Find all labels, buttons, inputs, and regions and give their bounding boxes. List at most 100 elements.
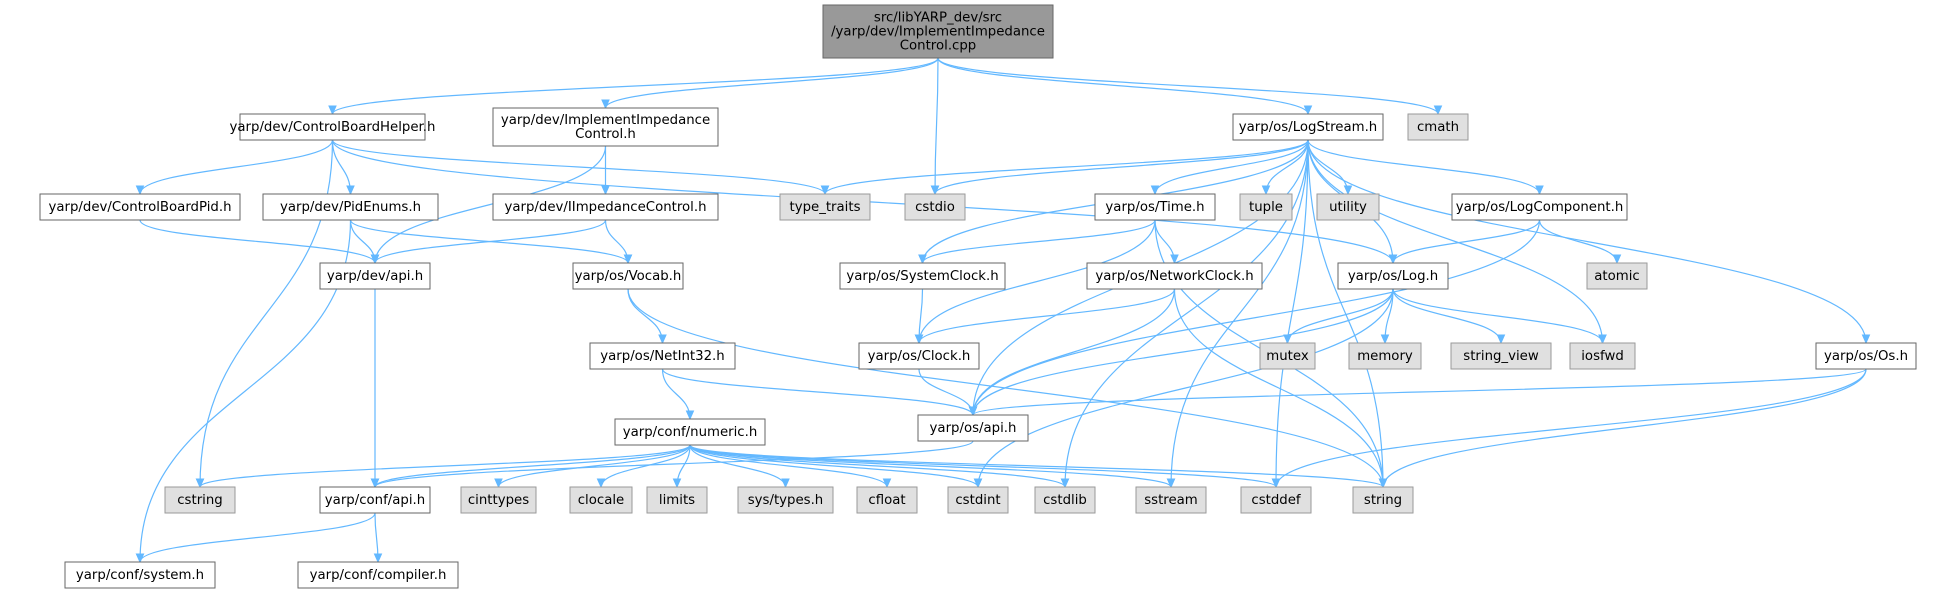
node-clock[interactable]: yarp/os/Clock.h <box>858 342 980 370</box>
edge-logstream-to-typetraits <box>825 139 1309 194</box>
node-iosfwd: iosfwd <box>1569 342 1636 370</box>
node-logstream[interactable]: yarp/os/LogStream.h <box>1232 113 1384 141</box>
node-netclock-label-0: yarp/os/NetworkClock.h <box>1095 269 1253 284</box>
node-confapi[interactable]: yarp/conf/api.h <box>319 486 431 514</box>
node-netclock[interactable]: yarp/os/NetworkClock.h <box>1086 262 1263 290</box>
node-confsystem-box <box>64 561 216 589</box>
edge-log-to-mutex <box>1288 288 1394 343</box>
edge-log-to-cstdint <box>978 288 1394 487</box>
edge-numeric-to-sstream <box>689 444 1171 487</box>
node-cmath: cmath <box>1407 113 1469 141</box>
node-clocale: clocale <box>569 486 633 514</box>
node-atomic: atomic <box>1586 262 1648 290</box>
edge-logstream-to-cstdlib <box>1065 139 1309 487</box>
node-cstdlib-box <box>1034 486 1096 514</box>
node-iimp[interactable]: yarp/dev/IImpedanceControl.h <box>492 193 719 221</box>
edge-clock-to-osapi <box>918 368 973 415</box>
node-iich-box <box>492 107 719 147</box>
edge-root-to-logstream <box>937 57 1308 114</box>
edge-numeric-to-clocale <box>601 444 691 487</box>
edge-netclock-to-clock <box>919 288 1176 343</box>
node-sysclock[interactable]: yarp/os/SystemClock.h <box>839 262 1006 290</box>
edge-numeric-to-cstring <box>200 444 691 487</box>
node-cinttypes-label-0: cinttypes <box>468 493 529 508</box>
node-cfloat: cfloat <box>856 486 918 514</box>
node-cbpid[interactable]: yarp/dev/ControlBoardPid.h <box>39 193 241 221</box>
edge-cbpid-to-devapi <box>139 219 375 263</box>
edge-os-to-cstddef <box>1276 368 1867 487</box>
node-os[interactable]: yarp/os/Os.h <box>1815 342 1917 370</box>
node-cfloat-label-0: cfloat <box>868 493 905 508</box>
node-vocab[interactable]: yarp/os/Vocab.h <box>572 262 684 290</box>
edge-logstream-to-time <box>1155 139 1309 194</box>
node-devapi-label-0: yarp/dev/api.h <box>327 269 423 284</box>
node-numeric[interactable]: yarp/conf/numeric.h <box>614 418 766 446</box>
node-devapi[interactable]: yarp/dev/api.h <box>319 262 431 290</box>
edge-logstream-to-cstdio <box>935 139 1309 194</box>
node-log[interactable]: yarp/os/Log.h <box>1337 262 1449 290</box>
node-memory-label-0: memory <box>1357 349 1413 364</box>
node-cbh[interactable]: yarp/dev/ControlBoardHelper.h <box>230 113 436 141</box>
node-osapi[interactable]: yarp/os/api.h <box>917 414 1029 442</box>
edge-time-to-clock <box>919 219 1156 343</box>
edge-numeric-to-limits <box>677 444 691 487</box>
edge-cbh-to-typetraits <box>331 139 826 194</box>
edge-logstream-to-iosfwd <box>1307 139 1603 343</box>
node-root-label-1: /yarp/dev/ImplementImpedance <box>831 25 1045 40</box>
node-utility-label-0: utility <box>1329 200 1367 215</box>
node-pidenums[interactable]: yarp/dev/PidEnums.h <box>262 193 439 221</box>
edge-log-to-iosfwd <box>1392 288 1603 343</box>
node-confapi-label-0: yarp/conf/api.h <box>325 493 425 508</box>
edge-iimp-to-vocab <box>604 219 629 263</box>
node-systypes-box <box>737 486 834 514</box>
node-time[interactable]: yarp/os/Time.h <box>1094 193 1216 221</box>
node-stringview-label-0: string_view <box>1463 349 1539 364</box>
node-osapi-label-0: yarp/os/api.h <box>930 421 1017 436</box>
node-cmath-label-0: cmath <box>1417 120 1459 135</box>
edge-root-to-cmath <box>937 57 1438 114</box>
edge-numeric-to-systypes <box>689 444 786 487</box>
edge-osapi-to-confapi <box>375 440 974 487</box>
edge-confapi-to-confcompiler <box>375 512 378 562</box>
node-cinttypes-box <box>460 486 537 514</box>
node-sstream-label-0: sstream <box>1144 493 1198 508</box>
nodes-layer: src/libYARP_dev/src/yarp/dev/ImplementIm… <box>39 4 1917 589</box>
node-typetraits-box <box>779 193 871 221</box>
node-sstream-box <box>1135 486 1207 514</box>
node-netint32[interactable]: yarp/os/NetInt32.h <box>589 342 736 370</box>
edge-vocab-to-netint32 <box>627 288 663 343</box>
node-confcompiler[interactable]: yarp/conf/compiler.h <box>297 561 459 589</box>
node-cstddef: cstddef <box>1240 486 1312 514</box>
node-cstddef-label-0: cstddef <box>1251 493 1301 508</box>
edge-logstream-to-os <box>1307 139 1866 343</box>
node-os-label-0: yarp/os/Os.h <box>1824 349 1908 364</box>
edge-netclock-to-string <box>1173 288 1384 487</box>
edge-cbh-to-cstring <box>200 139 334 487</box>
edge-numeric-to-cstdint <box>689 444 978 487</box>
node-limits-label-0: limits <box>659 493 695 508</box>
node-devapi-box <box>319 262 431 290</box>
node-pidenums-box <box>262 193 439 221</box>
edge-confapi-to-confsystem <box>140 512 376 562</box>
node-clock-label-0: yarp/os/Clock.h <box>868 349 971 364</box>
node-cstdio: cstdio <box>904 193 966 221</box>
node-cstring-label-0: cstring <box>177 493 222 508</box>
node-sysclock-box <box>839 262 1006 290</box>
node-cmath-box <box>1407 113 1469 141</box>
node-root-label-0: src/libYARP_dev/src <box>874 11 1002 26</box>
edge-cbh-to-cbpid <box>140 139 334 194</box>
node-logcomp[interactable]: yarp/os/LogComponent.h <box>1451 193 1628 221</box>
node-osapi-box <box>917 414 1029 442</box>
node-os-box <box>1815 342 1917 370</box>
edge-netclock-to-osapi <box>973 288 1176 415</box>
edge-log-to-osapi <box>973 288 1394 415</box>
node-confsystem[interactable]: yarp/conf/system.h <box>64 561 216 589</box>
node-iich-label-1: Control.h <box>575 127 636 142</box>
edge-logstream-to-utility <box>1307 139 1348 194</box>
node-stringview-box <box>1450 342 1552 370</box>
node-utility-box <box>1316 193 1380 221</box>
node-atomic-label-0: atomic <box>1594 269 1639 284</box>
node-cstdio-label-0: cstdio <box>915 200 955 215</box>
